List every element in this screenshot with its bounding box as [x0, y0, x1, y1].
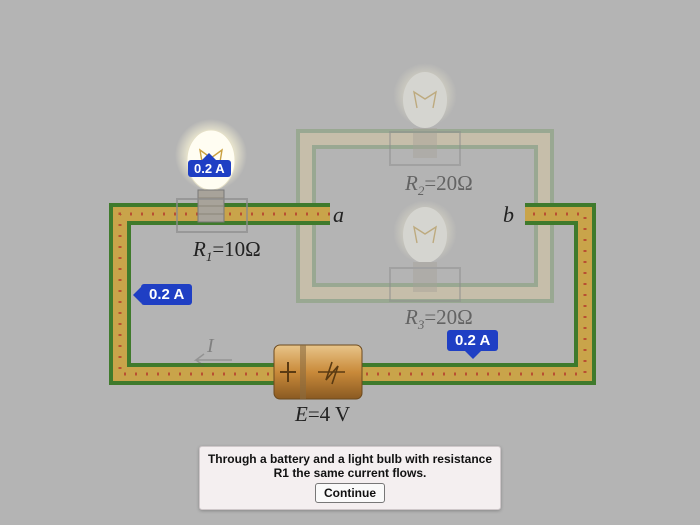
bottom-wire-current-badge: 0.2 A — [447, 330, 499, 359]
node-b-label: b — [503, 202, 514, 227]
instruction-dialog: Through a battery and a light bulb with … — [199, 446, 501, 510]
battery[interactable] — [273, 344, 363, 400]
current-symbol: I — [206, 335, 215, 357]
r3-label: R3=20Ω — [404, 305, 473, 332]
instruction-message: Through a battery and a light bulb with … — [207, 452, 493, 480]
node-a-label: a — [333, 202, 344, 227]
continue-button[interactable]: Continue — [315, 483, 385, 503]
r2-label: R2=20Ω — [404, 171, 473, 198]
bulb-r2[interactable] — [389, 63, 461, 166]
current-direction-arrow — [193, 353, 232, 367]
bulb-current-badge: 0.2 A — [188, 153, 231, 177]
left-wire-current-badge: 0.2 A — [132, 284, 193, 305]
r1-label: R1=10Ω — [192, 237, 261, 264]
emf-label: E=4 V — [294, 402, 350, 426]
bulb-r3[interactable] — [389, 200, 461, 302]
